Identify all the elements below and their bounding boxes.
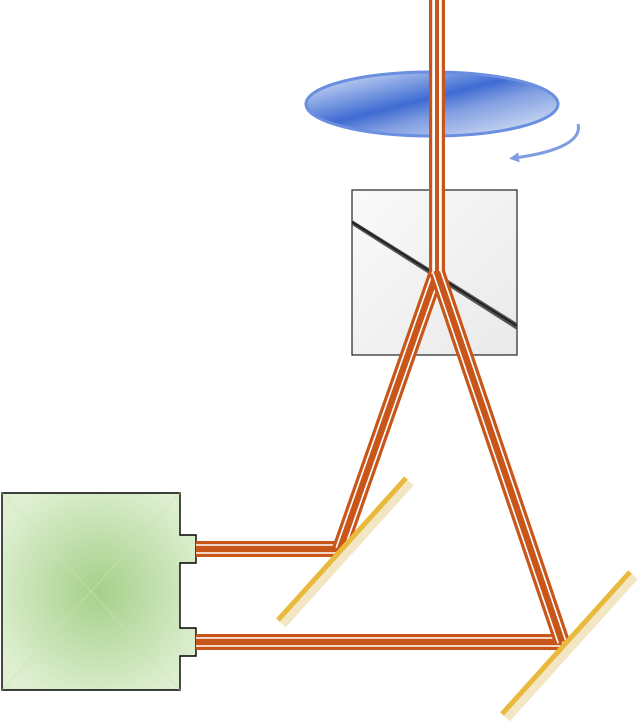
mirror-left — [276, 476, 414, 628]
beam-through-lens — [429, 0, 445, 190]
beam-lower-horizontal — [196, 634, 562, 650]
beam-upper-horizontal — [196, 541, 340, 557]
light-source — [1, 492, 197, 691]
beam-left-diagonal — [332, 269, 445, 552]
rotation-arrow — [509, 123, 580, 163]
mirror-right — [500, 570, 638, 722]
beam-right-diagonal — [429, 269, 570, 645]
